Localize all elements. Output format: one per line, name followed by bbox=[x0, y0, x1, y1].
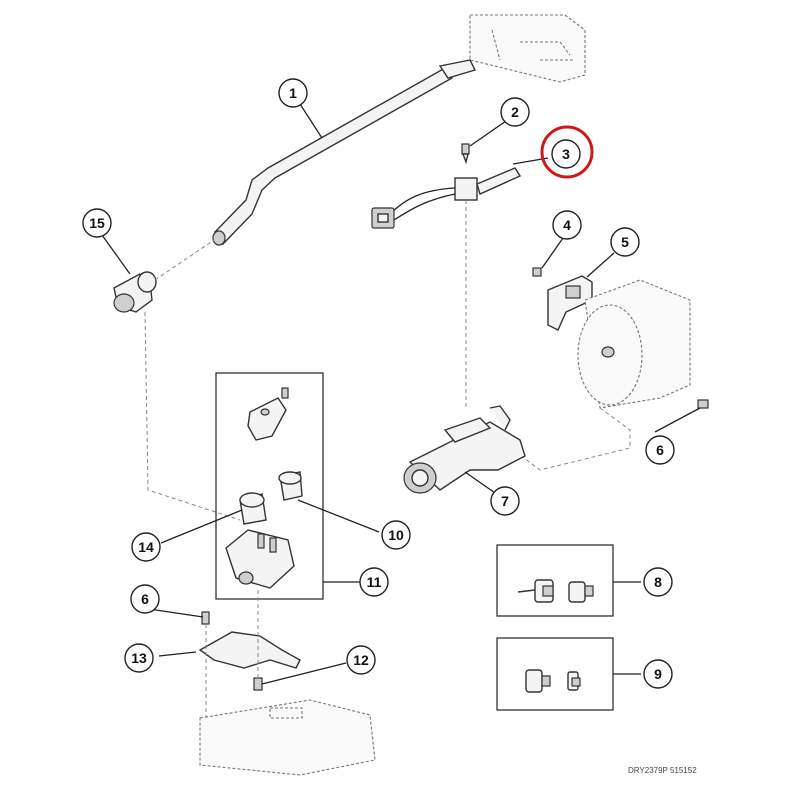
svg-text:4: 4 bbox=[563, 217, 571, 233]
svg-text:14: 14 bbox=[138, 539, 154, 555]
callout-13[interactable]: 13 bbox=[124, 643, 154, 673]
callout-12[interactable]: 12 bbox=[346, 645, 376, 675]
svg-text:15: 15 bbox=[89, 215, 105, 231]
callout-14[interactable]: 14 bbox=[131, 532, 161, 562]
svg-text:6: 6 bbox=[141, 591, 149, 607]
gas-pipe bbox=[212, 59, 476, 246]
kit-8-parts bbox=[517, 579, 594, 603]
callout-5[interactable]: 5 bbox=[610, 227, 640, 257]
svg-text:11: 11 bbox=[367, 574, 382, 590]
valve-coil-10 bbox=[278, 471, 303, 501]
gas-valve-bracket-top bbox=[247, 387, 289, 441]
callout-6-left[interactable]: 6 bbox=[130, 584, 160, 614]
igniter-screw bbox=[461, 143, 470, 165]
svg-text:7: 7 bbox=[501, 493, 509, 509]
burner-assembly bbox=[403, 405, 526, 494]
callout-9[interactable]: 9 bbox=[643, 659, 673, 689]
kit-9-parts bbox=[525, 669, 581, 693]
svg-text:9: 9 bbox=[654, 666, 662, 682]
svg-text:13: 13 bbox=[131, 650, 147, 666]
svg-text:3: 3 bbox=[562, 146, 570, 162]
kit-8-frame bbox=[496, 544, 614, 617]
ghost-frame-top bbox=[469, 14, 586, 83]
callout-3[interactable]: 3 bbox=[540, 125, 594, 179]
svg-text:8: 8 bbox=[654, 574, 662, 590]
svg-text:2: 2 bbox=[511, 104, 519, 120]
callout-10[interactable]: 10 bbox=[381, 520, 411, 550]
callout-8[interactable]: 8 bbox=[643, 567, 673, 597]
drawing-stamp: DRY2379P 515152 bbox=[628, 766, 697, 775]
ghost-frame-bottom bbox=[199, 699, 376, 776]
callout-1[interactable]: 1 bbox=[278, 78, 308, 108]
callout-7[interactable]: 7 bbox=[490, 486, 520, 516]
callout-3-highlight-ring bbox=[540, 125, 594, 179]
burner-tube bbox=[519, 279, 709, 471]
callout-11[interactable]: 11 bbox=[359, 567, 389, 597]
valve-guide-line bbox=[144, 311, 241, 521]
igniter-assembly bbox=[371, 167, 522, 410]
gas-valve-frame bbox=[215, 372, 324, 600]
callout-4[interactable]: 4 bbox=[552, 210, 582, 240]
svg-text:1: 1 bbox=[289, 85, 297, 101]
elbow-fitting bbox=[113, 239, 215, 313]
gas-valve-body bbox=[225, 529, 295, 589]
leader-lines bbox=[101, 103, 701, 685]
valve-coil-14 bbox=[239, 492, 267, 525]
callout-15[interactable]: 15 bbox=[82, 208, 112, 238]
svg-text:6: 6 bbox=[656, 442, 664, 458]
callout-2[interactable]: 2 bbox=[500, 97, 530, 127]
svg-text:10: 10 bbox=[388, 527, 404, 543]
kit-9-frame bbox=[496, 637, 614, 711]
svg-text:12: 12 bbox=[353, 652, 369, 668]
callout-6-right[interactable]: 6 bbox=[645, 435, 675, 465]
flame-sensor-bracket bbox=[532, 267, 593, 331]
svg-text:5: 5 bbox=[621, 234, 629, 250]
